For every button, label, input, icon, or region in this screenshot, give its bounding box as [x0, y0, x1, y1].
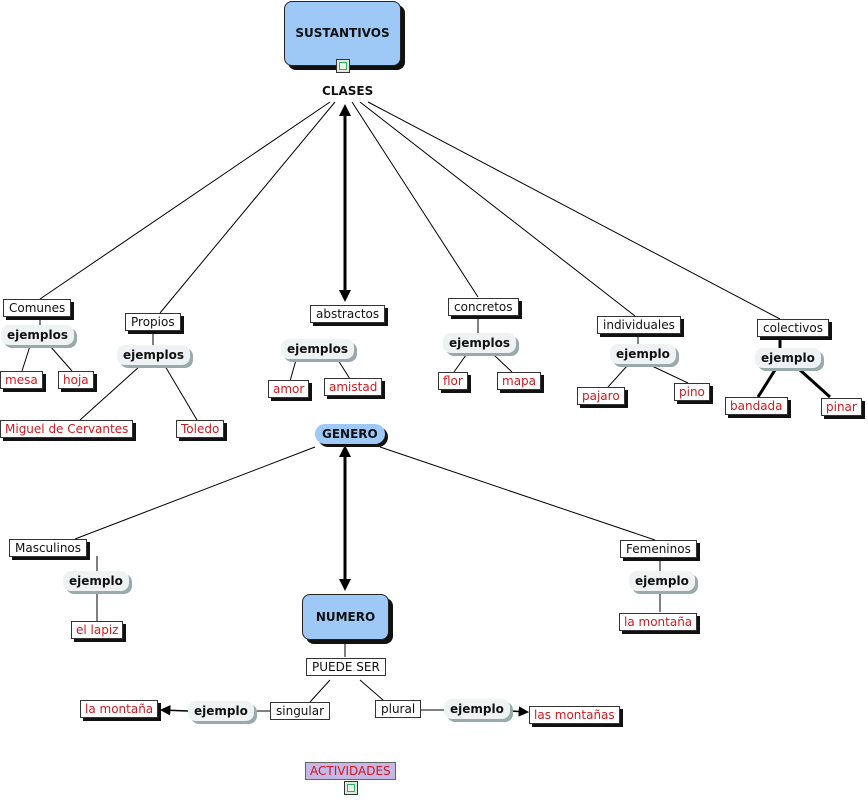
actividades-link[interactable]: ACTIVIDADES — [305, 762, 396, 780]
plural-concept[interactable]: plural — [375, 700, 422, 718]
numero-node[interactable]: NUMERO — [302, 594, 389, 640]
colectivos-example-pinar[interactable]: pinar — [821, 398, 862, 416]
masculinos-link-label: ejemplo — [63, 571, 129, 591]
propios-example-cervantes[interactable]: Miguel de Cervantes — [0, 420, 134, 438]
propios-example-toledo[interactable]: Toledo — [176, 420, 225, 438]
singular-example[interactable]: la montaña — [80, 700, 159, 718]
colectivos-example-bandada[interactable]: bandada — [725, 397, 788, 415]
propios-concept[interactable]: Propios — [125, 313, 181, 331]
individuales-example-pino[interactable]: pino — [674, 383, 710, 401]
individuales-concept[interactable]: individuales — [597, 316, 681, 334]
femeninos-concept[interactable]: Femeninos — [620, 540, 697, 558]
individuales-example-pajaro[interactable]: pajaro — [577, 387, 625, 405]
document-resource-icon[interactable] — [344, 781, 358, 795]
abstractos-example-amistad[interactable]: amistad — [324, 378, 383, 396]
comunes-concept[interactable]: Comunes — [3, 299, 72, 317]
femeninos-example[interactable]: la montaña — [619, 613, 698, 631]
abstractos-example-amor[interactable]: amor — [268, 380, 310, 398]
concretos-link-label: ejemplos — [443, 333, 516, 353]
genero-node[interactable]: GENERO — [315, 424, 385, 444]
propios-link-label: ejemplos — [117, 345, 190, 365]
abstractos-link-label: ejemplos — [281, 339, 354, 359]
concretos-concept[interactable]: concretos — [448, 298, 519, 316]
singular-concept[interactable]: singular — [270, 702, 331, 720]
concretos-example-mapa[interactable]: mapa — [497, 372, 542, 390]
plural-example[interactable]: las montañas — [529, 706, 620, 724]
colectivos-concept[interactable]: colectivos — [757, 319, 829, 337]
femeninos-link-label: ejemplo — [629, 571, 695, 591]
masculinos-concept[interactable]: Masculinos — [9, 539, 88, 557]
concretos-example-flor[interactable]: flor — [438, 372, 468, 390]
clases-link-label: CLASES — [322, 84, 374, 98]
plural-link-label: ejemplo — [444, 699, 510, 719]
abstractos-concept[interactable]: abstractos — [310, 305, 386, 323]
puede-ser-link-label: PUEDE SER — [306, 658, 386, 676]
colectivos-link-label: ejemplo — [755, 348, 821, 368]
comunes-example-hoja[interactable]: hoja — [58, 371, 94, 389]
masculinos-example[interactable]: el lapiz — [71, 621, 124, 639]
film-resource-icon[interactable] — [336, 59, 350, 73]
comunes-link-label: ejemplos — [1, 325, 74, 345]
sustantivos-node[interactable]: SUSTANTIVOS — [284, 1, 401, 66]
singular-link-label: ejemplo — [188, 701, 254, 721]
individuales-link-label: ejemplo — [610, 344, 676, 364]
comunes-example-mesa[interactable]: mesa — [0, 371, 43, 389]
